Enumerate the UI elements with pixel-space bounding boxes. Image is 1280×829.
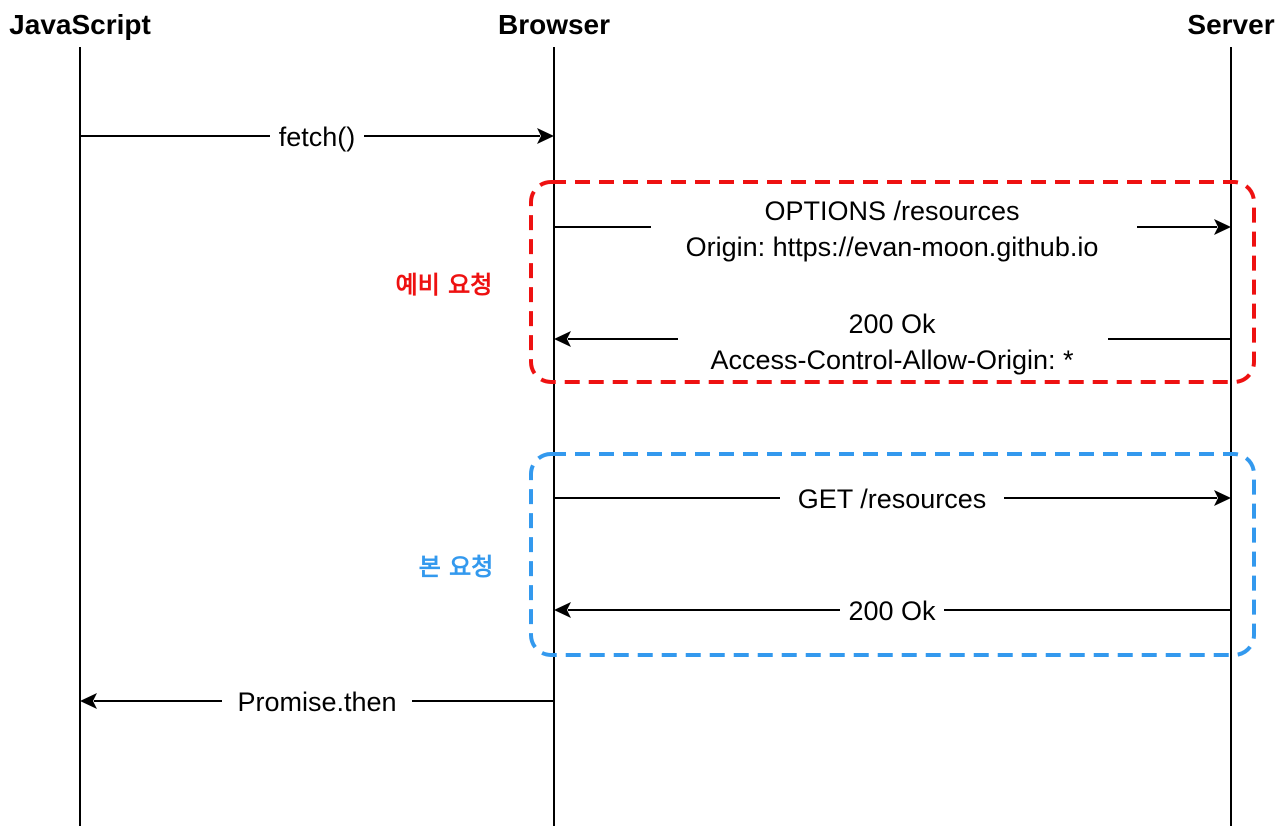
preflight-response-label-line2: Access-Control-Allow-Origin: * [710, 345, 1074, 375]
preflight-group-box [529, 180, 1256, 384]
message-promise-then: Promise.then [80, 685, 554, 717]
promise-label: Promise.then [237, 687, 396, 717]
message-get-request: GET /resources [554, 482, 1231, 514]
main-response-label-bg [840, 594, 944, 626]
options-arrowhead [1214, 219, 1231, 235]
message-preflight-response: 200 Ok Access-Control-Allow-Origin: * [554, 307, 1231, 375]
main-response-arrowhead [554, 602, 571, 618]
promise-label-bg [222, 685, 412, 717]
preflight-response-label-line1: 200 Ok [848, 309, 936, 339]
main-response-label: 200 Ok [848, 596, 936, 626]
actor-server-title: Server [1187, 9, 1274, 40]
actor-javascript-title: JavaScript [9, 9, 151, 40]
main-request-group-box [529, 452, 1256, 657]
actor-browser-title: Browser [498, 9, 610, 40]
options-label-line2: Origin: https://evan-moon.github.io [686, 232, 1099, 262]
preflight-response-arrowhead [554, 331, 571, 347]
message-main-response: 200 Ok [554, 594, 1231, 626]
options-label-bg [651, 195, 1137, 263]
message-fetch: fetch() [80, 120, 554, 152]
promise-arrowhead [80, 693, 97, 709]
main-request-group-label: 본 요청 [419, 553, 494, 581]
message-options-request: OPTIONS /resources Origin: https://evan-… [554, 195, 1231, 263]
fetch-label-bg [270, 120, 364, 152]
fetch-arrowhead [537, 128, 554, 144]
fetch-label: fetch() [279, 122, 356, 152]
options-label-line1: OPTIONS /resources [764, 196, 1019, 226]
get-arrowhead [1214, 490, 1231, 506]
get-label-bg [780, 482, 1004, 514]
get-label: GET /resources [798, 484, 987, 514]
preflight-response-label-bg [678, 307, 1108, 375]
preflight-group-label: 예비 요청 [396, 271, 493, 299]
